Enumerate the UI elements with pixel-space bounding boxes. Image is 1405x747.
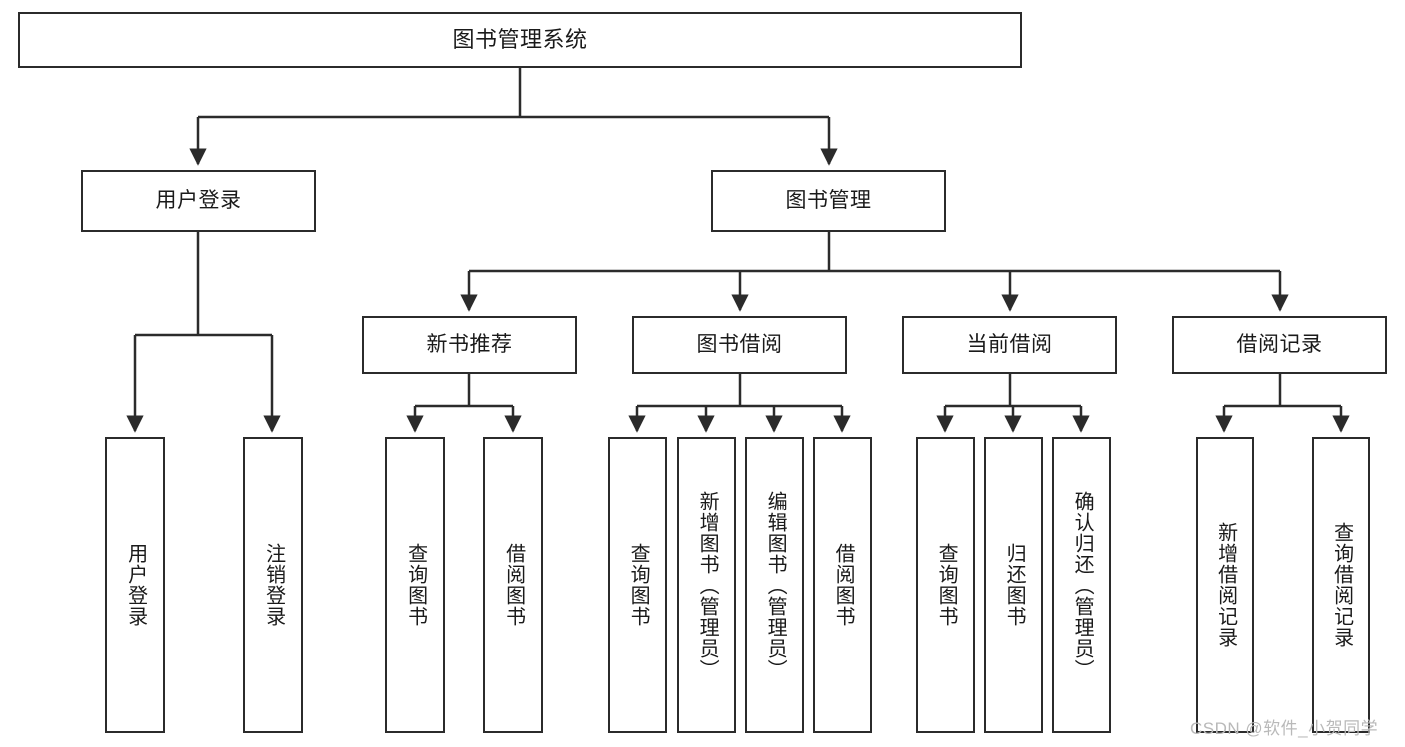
node-root-label: 图书管理系统: [452, 26, 588, 52]
leaf-borrow-query-book[interactable]: 查询图书: [608, 437, 667, 733]
leaf-label: 用户登录: [124, 543, 147, 627]
leaf-label: 编辑图书（管理员）: [764, 490, 787, 680]
leaf-new-book-query[interactable]: 查询图书: [385, 437, 445, 733]
leaf-borrow-borrow-book[interactable]: 借阅图书: [813, 437, 872, 733]
leaf-label: 查询借阅记录: [1330, 522, 1353, 648]
leaf-label: 注销登录: [262, 543, 285, 627]
leaf-label: 确认归还（管理员）: [1071, 490, 1094, 680]
leaf-label: 查询图书: [627, 543, 650, 627]
leaf-current-return-book[interactable]: 归还图书: [984, 437, 1043, 733]
node-root[interactable]: 图书管理系统: [18, 12, 1022, 68]
leaf-current-confirm-return-admin[interactable]: 确认归还（管理员）: [1052, 437, 1111, 733]
node-book-management[interactable]: 图书管理: [711, 170, 946, 232]
leaf-label: 查询图书: [935, 543, 958, 627]
node-user-login[interactable]: 用户登录: [81, 170, 316, 232]
leaf-record-query-record[interactable]: 查询借阅记录: [1312, 437, 1370, 733]
node-current-borrow[interactable]: 当前借阅: [902, 316, 1117, 374]
node-borrow-record[interactable]: 借阅记录: [1172, 316, 1387, 374]
node-new-book-recommend-label: 新书推荐: [426, 333, 513, 357]
leaf-borrow-edit-book-admin[interactable]: 编辑图书（管理员）: [745, 437, 804, 733]
node-current-borrow-label: 当前借阅: [966, 333, 1053, 357]
leaf-label: 新增借阅记录: [1214, 522, 1237, 648]
node-borrow-record-label: 借阅记录: [1236, 333, 1323, 357]
leaf-label: 新增图书（管理员）: [696, 490, 719, 680]
leaf-borrow-add-book-admin[interactable]: 新增图书（管理员）: [677, 437, 736, 733]
leaf-label: 归还图书: [1003, 543, 1026, 627]
leaf-label: 借阅图书: [502, 543, 525, 627]
leaf-label: 借阅图书: [832, 543, 855, 627]
leaf-record-add-record[interactable]: 新增借阅记录: [1196, 437, 1254, 733]
leaf-new-book-borrow[interactable]: 借阅图书: [483, 437, 543, 733]
csdn-watermark: CSDN @软件_小贺同学: [1190, 719, 1379, 738]
leaf-user-login-logout[interactable]: 注销登录: [243, 437, 303, 733]
leaf-user-login-login[interactable]: 用户登录: [105, 437, 165, 733]
node-book-management-label: 图书管理: [785, 189, 872, 213]
leaf-label: 查询图书: [404, 543, 427, 627]
leaf-current-query-book[interactable]: 查询图书: [916, 437, 975, 733]
node-new-book-recommend[interactable]: 新书推荐: [362, 316, 577, 374]
node-book-borrow[interactable]: 图书借阅: [632, 316, 847, 374]
node-user-login-label: 用户登录: [155, 189, 242, 213]
node-book-borrow-label: 图书借阅: [696, 333, 783, 357]
